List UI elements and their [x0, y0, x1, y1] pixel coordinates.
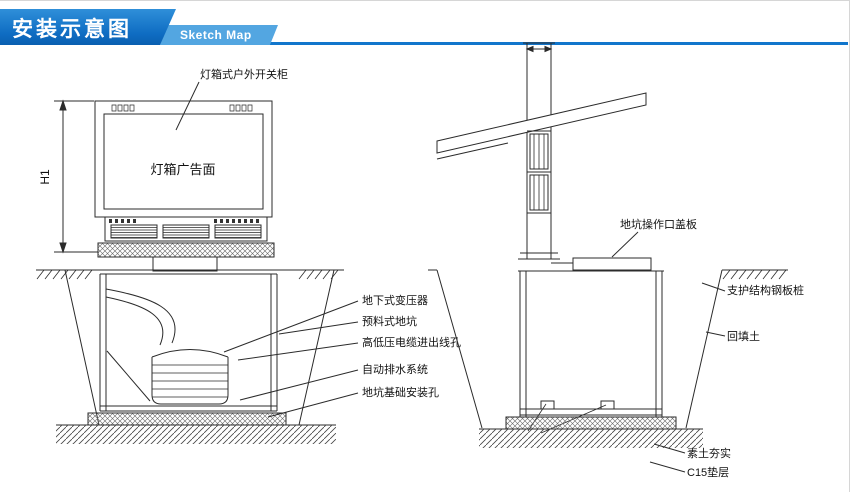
cable-lines [105, 288, 176, 402]
sign-panel-lower-face [436, 142, 509, 160]
callout-compacted-soil-label: 素土夯实 [687, 446, 731, 460]
callout-drainage-label: 自动排水系统 [362, 362, 428, 376]
cabinet-pedestal [152, 256, 218, 272]
grille-dots-left [109, 219, 136, 223]
leader-cushion [649, 461, 686, 473]
leader-drainage [239, 369, 359, 401]
excavation-slopes-right-fig [436, 269, 723, 429]
pit-structure [99, 273, 278, 412]
pole-base-flange [518, 252, 560, 260]
leader-compacted-soil [653, 443, 686, 454]
left-drawing [36, 81, 359, 444]
leader-cable-holes [237, 342, 359, 361]
cabinet-grille [104, 216, 268, 242]
cabinet-vent-dots [111, 104, 253, 112]
callout-backfill-label: 回填土 [727, 329, 760, 343]
pit-walls-right [519, 271, 663, 417]
leader-sheet-pile [701, 282, 726, 292]
callout-cover-label: 地坑操作口盖板 [620, 217, 697, 231]
pit-floor-right [520, 408, 662, 416]
callout-transformer-label: 地下式变压器 [362, 293, 428, 307]
right-drawing [428, 42, 788, 473]
cabinet-base-slab [97, 242, 275, 258]
leader-mount-holes [267, 392, 359, 418]
soil-hatch-band-left [56, 425, 336, 444]
pit-cover-plate [572, 257, 652, 271]
grille-dots-right [214, 219, 259, 223]
banner-main-shape [0, 9, 176, 45]
ground-hatch-left [36, 269, 93, 280]
h1-dimension-label: H1 [38, 169, 52, 185]
leader-cover [611, 231, 639, 258]
pole-louvers [527, 130, 551, 214]
soil-hatch-band-right [479, 429, 703, 448]
floor-anchors [540, 400, 615, 410]
callout-cushion-label: C15垫层 [687, 465, 729, 479]
callout-cabinet-label: 灯箱式户外开关柜 [200, 67, 288, 81]
h1-dimension [54, 99, 98, 254]
page-title: 安装示意图 [12, 18, 132, 41]
callout-mount-holes-label: 地坑基础安装孔 [362, 385, 439, 399]
excavation-slopes-left-fig [64, 269, 335, 426]
callout-cable-holes-label: 高低压电缆进出线孔 [362, 335, 461, 349]
ground-hatch-right [298, 269, 339, 280]
pit-foundation-plate [87, 412, 287, 426]
callout-sheet-pile-label: 支护结构钢板桩 [727, 283, 804, 297]
leader-pit [278, 321, 359, 335]
cabinet-outer-box [94, 100, 273, 218]
leader-cabinet [175, 81, 200, 131]
pole-width-dimension [525, 45, 553, 53]
lightbox-face-label: 灯箱广告面 [150, 162, 215, 177]
pole [523, 42, 555, 259]
ground-hatch-right-fig [722, 269, 787, 280]
leader-backfill [705, 331, 726, 337]
callout-pit-label: 预料式地坑 [362, 314, 417, 328]
leader-transformer [223, 300, 359, 353]
page-subtitle: Sketch Map [180, 28, 252, 42]
sign-panel-side [436, 92, 647, 154]
pit-foundation-plate-right [505, 416, 677, 430]
transformer [151, 349, 229, 405]
